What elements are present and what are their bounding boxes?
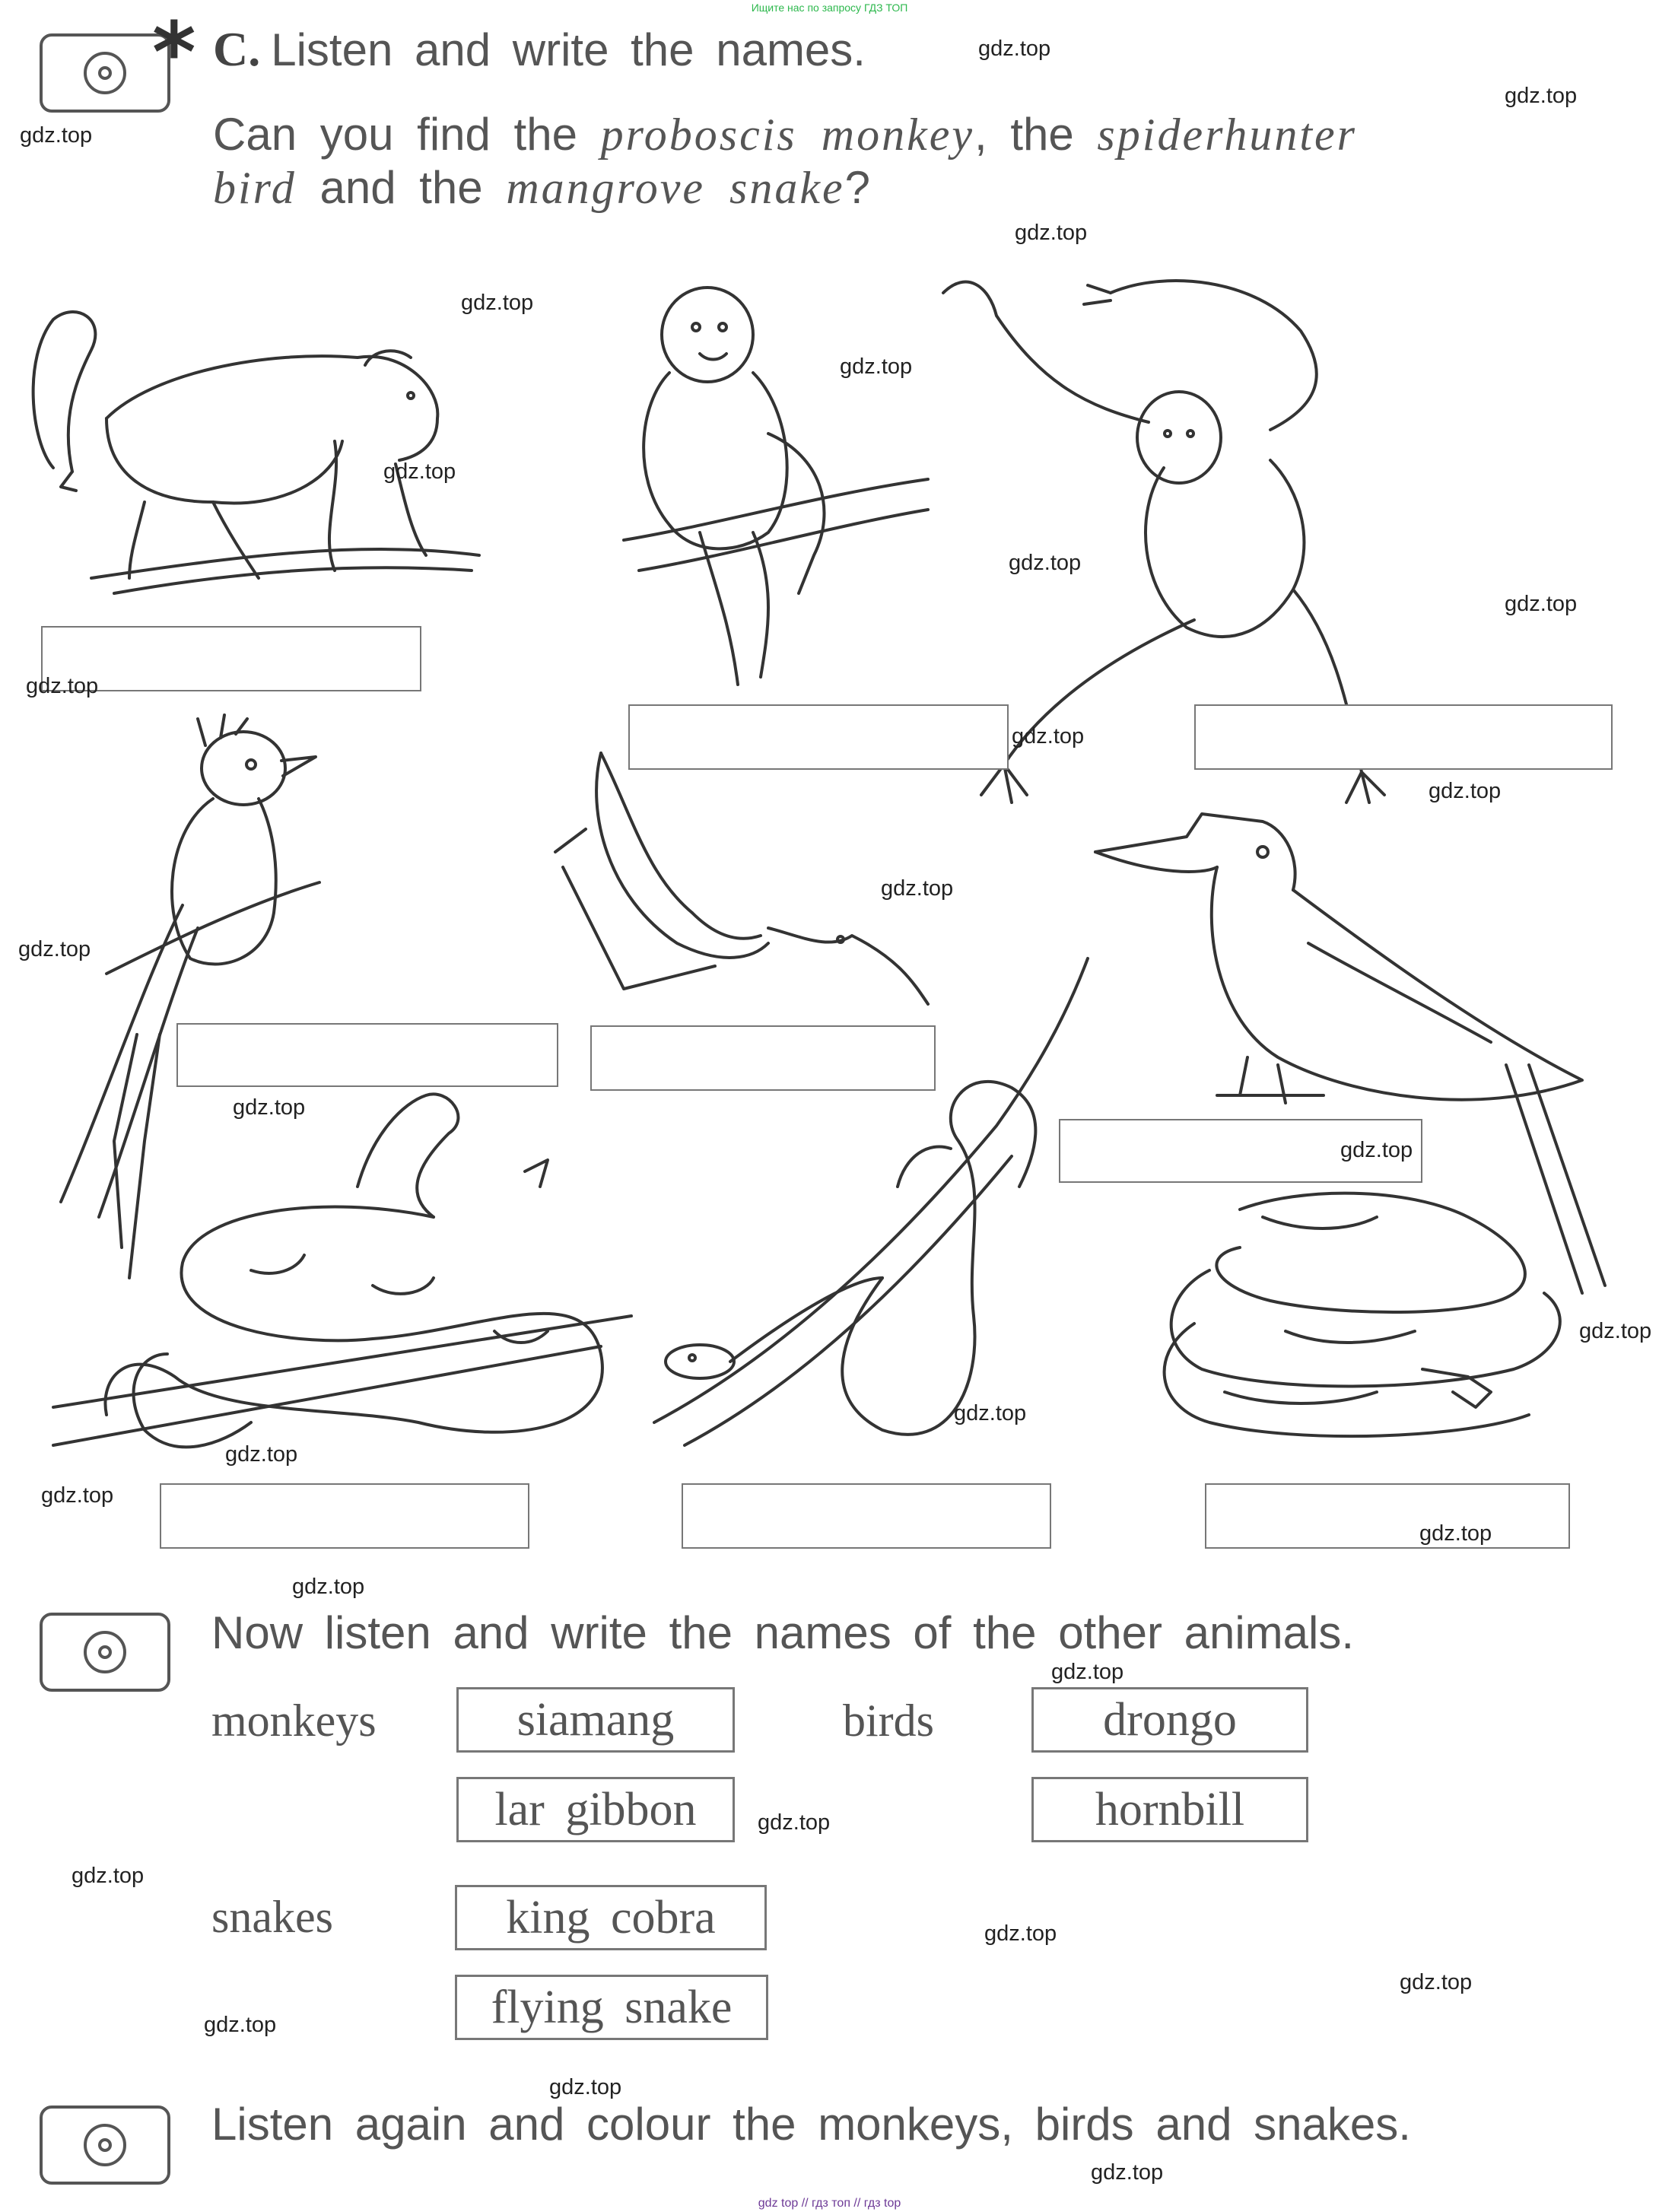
birds-label: birds	[843, 1696, 934, 1746]
watermark: gdz.top	[26, 674, 99, 698]
section-letter: C.	[213, 22, 261, 76]
watermark: gdz.top	[1340, 1138, 1413, 1162]
watermark: gdz.top	[549, 2075, 622, 2099]
section-instruction: Listen and write the names.	[271, 24, 866, 75]
top-banner[interactable]: Ищите нас по запросу ГДЗ ТОП	[751, 2, 908, 14]
watermark: gdz.top	[881, 876, 954, 901]
watermark: gdz.top	[1015, 221, 1088, 245]
cd-icon	[40, 33, 170, 113]
watermark: gdz.top	[978, 37, 1051, 61]
snake-3-picture	[1162, 1191, 1562, 1438]
q-text-1: Can you find the	[213, 109, 577, 160]
watermark: gdz.top	[72, 1864, 145, 1888]
q-italic-2: spiderhunter	[1097, 110, 1357, 160]
answer-flying-snake[interactable]: flying snake	[455, 1975, 768, 2040]
watermark: gdz.top	[1419, 1521, 1492, 1546]
monkey-2-name-box[interactable]	[628, 704, 1009, 770]
watermark: gdz.top	[1012, 724, 1085, 748]
snake-1-picture	[52, 1092, 633, 1449]
cd-icon	[40, 1613, 170, 1692]
watermark: gdz.top	[461, 291, 534, 315]
watermark: gdz.top	[1505, 592, 1578, 616]
watermark: gdz.top	[1051, 1660, 1124, 1684]
answer-lar-gibbon[interactable]: lar gibbon	[456, 1777, 735, 1842]
monkey-1-name-box[interactable]	[41, 626, 421, 691]
watermark: gdz.top	[20, 123, 93, 148]
watermark: gdz.top	[1429, 779, 1502, 803]
cd-icon	[40, 2106, 170, 2185]
section-heading: C.Listen and write the names.	[213, 21, 866, 78]
snake-1-name-box[interactable]	[160, 1483, 529, 1549]
watermark: gdz.top	[984, 1921, 1057, 1946]
footer-links[interactable]: gdz top // гдз топ // гдз top	[758, 2197, 901, 2210]
star-icon: *	[152, 4, 196, 101]
bird-2-picture	[554, 752, 930, 1006]
q-text-4: ?	[844, 162, 871, 213]
watermark: gdz.top	[758, 1810, 831, 1835]
q-italic-1: proboscis monkey	[600, 110, 974, 160]
q-text-3: and the	[319, 162, 483, 213]
q-italic-4: mangrove snake	[506, 163, 845, 213]
watermark: gdz.top	[1091, 2160, 1164, 2185]
answer-hornbill[interactable]: hornbill	[1031, 1777, 1308, 1842]
watermark: gdz.top	[1400, 1970, 1473, 1994]
bird-1-name-box[interactable]	[176, 1023, 558, 1087]
answer-drongo[interactable]: drongo	[1031, 1687, 1308, 1753]
bird-1-picture	[59, 713, 321, 1279]
answer-siamang[interactable]: siamang	[456, 1687, 735, 1753]
question-line-2: bird and the mangrove snake?	[213, 161, 1628, 215]
watermark: gdz.top	[18, 937, 91, 961]
watermark: gdz.top	[233, 1095, 306, 1120]
bird-2-name-box[interactable]	[590, 1025, 936, 1091]
watermark: gdz.top	[225, 1442, 298, 1467]
answer-king-cobra[interactable]: king cobra	[455, 1885, 767, 1950]
watermark: gdz.top	[1505, 84, 1578, 108]
watermark: gdz.top	[954, 1401, 1027, 1425]
watermark: gdz.top	[41, 1483, 114, 1508]
q-text-2: , the	[974, 109, 1074, 160]
part2-instruction: Now listen and write the names of the ot…	[211, 1607, 1355, 1658]
monkey-3-name-box[interactable]	[1194, 704, 1613, 770]
monkey-2-picture	[622, 286, 930, 686]
bird-3-picture	[1094, 812, 1607, 1295]
snake-3-name-box[interactable]	[1205, 1483, 1570, 1549]
watermark: gdz.top	[383, 459, 456, 484]
q-italic-3: bird	[213, 163, 297, 213]
watermark: gdz.top	[1009, 551, 1082, 575]
bird-3-name-box[interactable]	[1059, 1119, 1422, 1183]
snakes-label: snakes	[211, 1892, 333, 1942]
snake-2-picture	[653, 957, 1089, 1447]
watermark: gdz.top	[204, 2013, 277, 2037]
watermark: gdz.top	[840, 354, 913, 379]
monkey-1-picture	[31, 310, 481, 595]
question-line-1: Can you find the proboscis monkey, the s…	[213, 108, 1628, 161]
watermark: gdz.top	[292, 1575, 365, 1599]
monkeys-label: monkeys	[211, 1696, 377, 1746]
watermark: gdz.top	[1579, 1319, 1652, 1343]
part3-instruction: Listen again and colour the monkeys, bir…	[211, 2099, 1411, 2150]
snake-2-name-box[interactable]	[682, 1483, 1051, 1549]
